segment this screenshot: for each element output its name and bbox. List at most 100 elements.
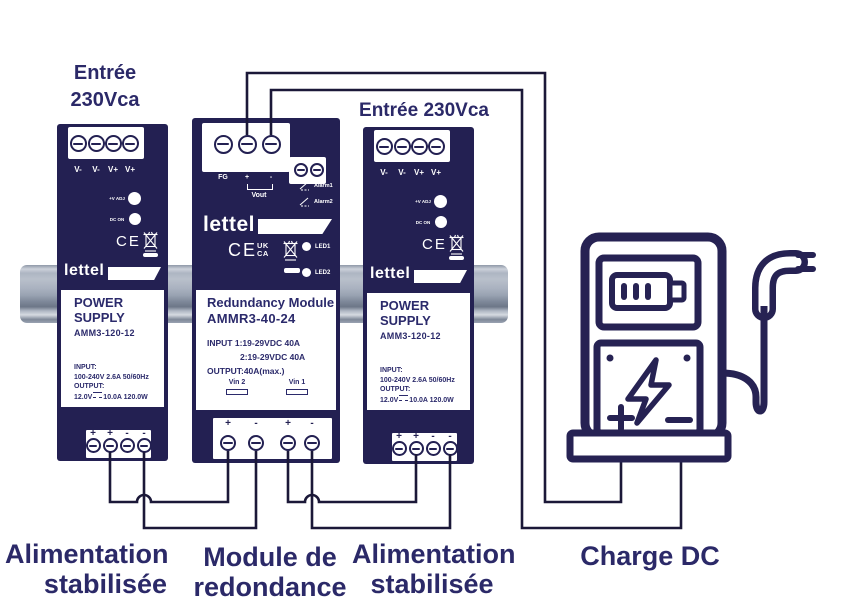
terminal-label: -: [125, 428, 129, 439]
screw-terminal-icon: [294, 163, 308, 177]
caption-psu-right: Alimentation stabilisée: [352, 539, 516, 599]
led2-label: LED2: [315, 270, 331, 276]
spec-input1: INPUT 1:19-29VDC 40A: [207, 338, 301, 348]
screw-terminal-icon: [136, 438, 152, 453]
alarm-contact-icon: [299, 181, 309, 191]
screw-terminal-icon: [310, 163, 324, 177]
screw-terminal-icon: [237, 134, 257, 154]
product-model: AMMR3-40-24: [207, 311, 296, 326]
screw-terminal-icon: [261, 134, 281, 154]
marking-dash: [143, 253, 158, 257]
ce-mark: CE: [228, 240, 258, 260]
terminal-label: +: [107, 428, 113, 439]
product-model: AMM3-120-12: [380, 331, 441, 341]
screw-terminal-icon: [248, 435, 264, 451]
vin1-tab: [286, 389, 308, 395]
screw-terminal-icon: [280, 435, 296, 451]
spec-output: OUTPUT:40A(max.): [207, 366, 285, 376]
brand-logo-bar: [258, 219, 332, 234]
screw-terminal-icon: [102, 438, 118, 453]
terminal-label: V+: [413, 168, 425, 177]
brand-logo-bar: [108, 267, 161, 280]
screw-terminal-icon: [69, 135, 87, 152]
alarm2-label: Alarm2: [314, 199, 333, 205]
product-label: POWER SUPPLY AMM3-120-12 INPUT: 100-240V…: [61, 290, 164, 407]
spec-input2: 2:19-29VDC 40A: [240, 352, 306, 362]
screw-terminal-icon: [393, 138, 411, 155]
adj-label: +V ADJ: [415, 199, 431, 204]
terminal-label: +: [225, 418, 231, 429]
screw-terminal-icon: [391, 441, 407, 456]
ce-mark: CE: [116, 233, 141, 250]
panel-dot: [683, 354, 691, 362]
marking-dash: [284, 268, 300, 273]
screw-terminal-icon: [85, 438, 101, 453]
input-label-left: Entrée 230Vca: [55, 60, 155, 114]
terminal-label: V+: [430, 168, 442, 177]
vout-bracket: [247, 184, 273, 190]
screw-terminal-icon: [104, 135, 122, 152]
dc-symbol: [399, 394, 409, 401]
product-name: Redundancy Module: [207, 295, 335, 310]
screw-terminal-icon: [213, 134, 233, 154]
input-label-left-line1: Entrée: [73, 62, 137, 84]
vout-label: Vout: [251, 192, 267, 199]
product-name: POWER SUPPLY: [74, 295, 125, 325]
spec-output-label: OUTPUT:: [74, 383, 105, 390]
battery-bar: [633, 283, 639, 300]
battery-bar: [621, 283, 627, 300]
terminal-label: +: [285, 418, 291, 429]
caption-charge-dc: Charge DC: [580, 541, 720, 571]
screw-terminal-icon: [119, 438, 135, 453]
brand-logo: lettel: [370, 265, 411, 282]
lightning-bolt-icon: [625, 357, 672, 426]
dc-on-led-icon: [129, 213, 141, 225]
caption-psu-left: Alimentation stabilisée: [5, 539, 169, 599]
terminal-label: V-: [74, 165, 82, 174]
caption-redundancy: Module de redondance: [193, 542, 347, 602]
brand-logo: lettel: [203, 213, 256, 236]
dc-on-label: DC ON: [415, 220, 431, 225]
terminal-label: V+: [124, 165, 136, 174]
spec-input-label: INPUT:: [380, 367, 403, 374]
screw-terminal-icon: [220, 435, 236, 451]
screw-terminal-icon: [427, 138, 445, 155]
product-specs: INPUT: 100-240V 2.6A 50/60Hz OUTPUT: 12.…: [380, 366, 455, 405]
fg-label: FG: [218, 174, 228, 181]
terminal-label: V+: [107, 165, 119, 174]
battery-bar: [645, 283, 651, 300]
battery-terminal: [667, 280, 687, 303]
input-label-right: Entrée 230Vca: [359, 100, 489, 121]
alarm1-label: Alarm1: [314, 183, 333, 189]
power-supply-left: V- V- V+ V+ +V ADJ DC ON CE lettel POWER…: [57, 124, 168, 461]
led1-label: LED1: [315, 244, 331, 250]
vout-minus-label: -: [269, 174, 273, 181]
terminal-label: -: [254, 418, 258, 429]
terminal-label: V-: [380, 168, 388, 177]
product-specs: INPUT: 100-240V 2.6A 50/60Hz OUTPUT: 12.…: [74, 363, 149, 402]
vin2-label: Vin 2: [228, 379, 246, 386]
adj-potentiometer-icon: [434, 195, 447, 208]
adj-label: +V ADJ: [109, 196, 125, 201]
screw-terminal-icon: [425, 441, 441, 456]
screw-terminal-icon: [375, 138, 393, 155]
vout-plus-label: +: [244, 174, 250, 181]
charging-cable: [721, 306, 768, 415]
spec-input-value: 100-240V 2.6A 50/60Hz: [380, 376, 455, 384]
spec-output-label: OUTPUT:: [380, 386, 411, 393]
plug-icon: [752, 250, 808, 321]
charger-body: [580, 232, 727, 442]
screw-terminal-icon: [304, 435, 320, 451]
brand-logo: lettel: [64, 262, 105, 279]
power-supply-right: V- V- V+ V+ +V ADJ DC ON CE lettel POWER…: [363, 127, 474, 464]
marking-dash: [449, 256, 464, 260]
plug-icon-inner: [758, 256, 802, 315]
spec-input-label: INPUT:: [74, 364, 97, 371]
screw-terminal-icon: [410, 138, 428, 155]
adj-potentiometer-icon: [128, 192, 141, 205]
